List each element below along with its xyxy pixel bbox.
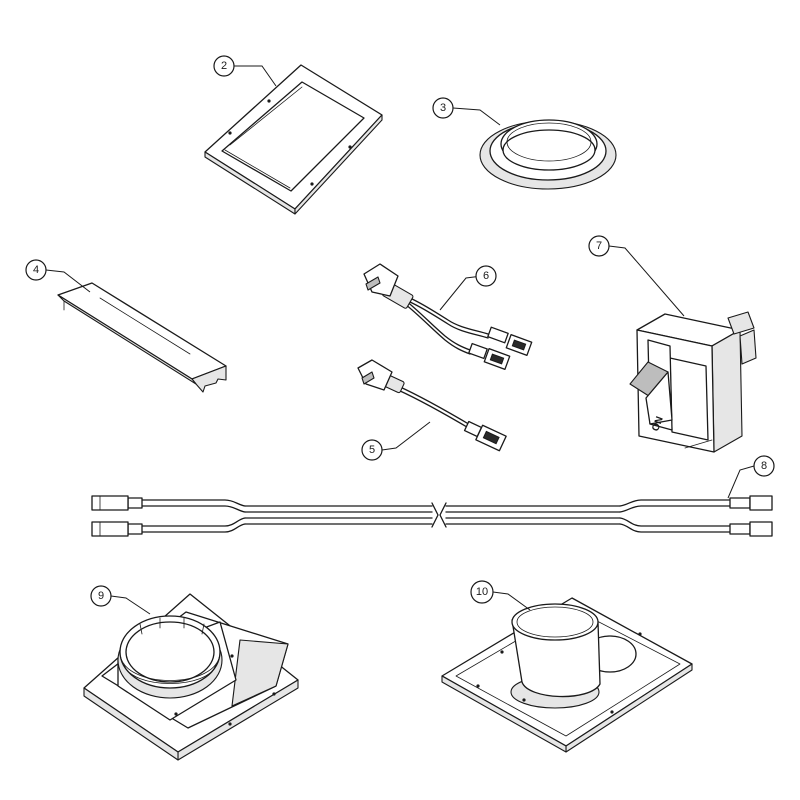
part-5-jumper-wire bbox=[357, 359, 507, 452]
part-4-cover-strip bbox=[57, 282, 227, 393]
callout-2: 2 bbox=[213, 55, 235, 77]
part-2-gasket-frame bbox=[204, 64, 383, 215]
callout-5: 5 bbox=[361, 439, 383, 461]
callout-3: 3 bbox=[432, 97, 454, 119]
callout-leaders bbox=[45, 65, 755, 615]
callout-9-label: 9 bbox=[98, 590, 104, 602]
part-7-rocker-switch: ON bbox=[629, 311, 757, 453]
callout-6-label: 6 bbox=[483, 270, 489, 282]
callout-7-label: 7 bbox=[596, 240, 602, 252]
callout-3-label: 3 bbox=[440, 102, 446, 114]
part-10-base-plate bbox=[441, 597, 693, 753]
part-6-y-harness bbox=[363, 263, 533, 370]
callout-4-label: 4 bbox=[33, 264, 39, 276]
callout-10-label: 10 bbox=[476, 586, 488, 598]
switch-on-marking: ON bbox=[650, 415, 665, 433]
callout-6: 6 bbox=[475, 265, 497, 287]
part-9-collar-adapter bbox=[83, 593, 299, 761]
part-8-wire-lead bbox=[91, 495, 773, 537]
callout-2-label: 2 bbox=[221, 60, 227, 72]
callout-8-label: 8 bbox=[761, 460, 767, 472]
callout-9: 9 bbox=[90, 585, 112, 607]
callout-8: 8 bbox=[753, 455, 775, 477]
callout-7: 7 bbox=[588, 235, 610, 257]
part-3-collar-ring bbox=[479, 119, 617, 190]
callout-4: 4 bbox=[25, 259, 47, 281]
callout-10: 10 bbox=[470, 580, 494, 604]
callout-5-label: 5 bbox=[369, 444, 375, 456]
